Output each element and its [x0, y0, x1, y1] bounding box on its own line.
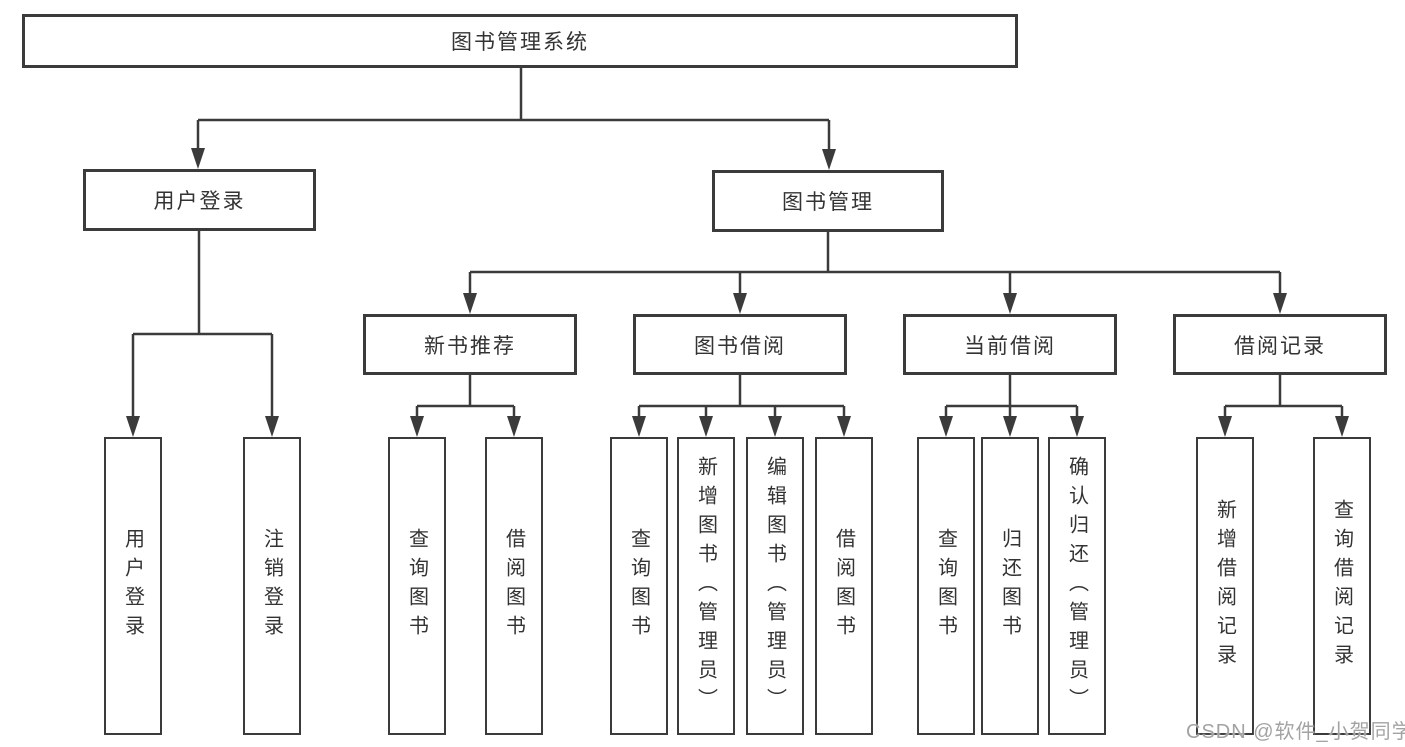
node-book-management: 图书管理	[712, 170, 944, 232]
node-label: 查询图书	[627, 528, 650, 644]
node-label: 当前借阅	[964, 334, 1056, 358]
leaf-borrow-books-recommend: 借阅图书	[485, 437, 543, 735]
leaf-logout: 注销登录	[243, 437, 301, 735]
node-label: 借阅记录	[1234, 334, 1326, 358]
leaf-confirm-return-admin: 确认归还（管理员）	[1048, 437, 1106, 735]
node-borrow-records: 借阅记录	[1173, 314, 1387, 375]
node-label: 用户登录	[153, 190, 246, 213]
node-new-book-recommend: 新书推荐	[363, 314, 577, 375]
node-label: 图书借阅	[694, 334, 786, 358]
leaf-return-book: 归还图书	[981, 437, 1039, 735]
leaf-query-books-recommend: 查询图书	[388, 437, 446, 735]
leaf-edit-book-admin: 编辑图书（管理员）	[746, 437, 804, 735]
leaf-query-books-current: 查询图书	[917, 437, 975, 735]
node-label: 确认归还（管理员）	[1065, 455, 1088, 717]
leaf-query-borrow-record: 查询借阅记录	[1313, 437, 1371, 735]
leaf-query-books-borrow: 查询图书	[610, 437, 668, 735]
leaf-add-book-admin: 新增图书（管理员）	[677, 437, 735, 735]
node-label: 图书管理系统	[451, 31, 589, 54]
node-label: 编辑图书（管理员）	[763, 455, 786, 717]
node-label: 查询图书	[405, 528, 428, 644]
node-label: 新增借阅记录	[1213, 499, 1236, 673]
node-label: 新增图书（管理员）	[694, 455, 717, 717]
node-label: 新书推荐	[424, 334, 516, 358]
node-label: 借阅图书	[502, 528, 525, 644]
node-label: 查询图书	[934, 528, 957, 644]
leaf-add-borrow-record: 新增借阅记录	[1196, 437, 1254, 735]
leaf-borrow-books-borrow: 借阅图书	[815, 437, 873, 735]
node-label: 注销登录	[260, 528, 283, 644]
node-label: 归还图书	[998, 528, 1021, 644]
node-library-management-system: 图书管理系统	[22, 14, 1018, 68]
node-user-login: 用户登录	[83, 169, 316, 231]
node-label: 用户登录	[121, 528, 144, 644]
node-label: 图书管理	[782, 191, 874, 214]
node-label: 借阅图书	[832, 528, 855, 644]
csdn-watermark: CSDN @软件_小贺同学	[1186, 721, 1405, 743]
node-book-borrow: 图书借阅	[633, 314, 847, 375]
node-label: 查询借阅记录	[1330, 499, 1353, 673]
node-current-borrow: 当前借阅	[903, 314, 1117, 375]
leaf-user-login: 用户登录	[104, 437, 162, 735]
